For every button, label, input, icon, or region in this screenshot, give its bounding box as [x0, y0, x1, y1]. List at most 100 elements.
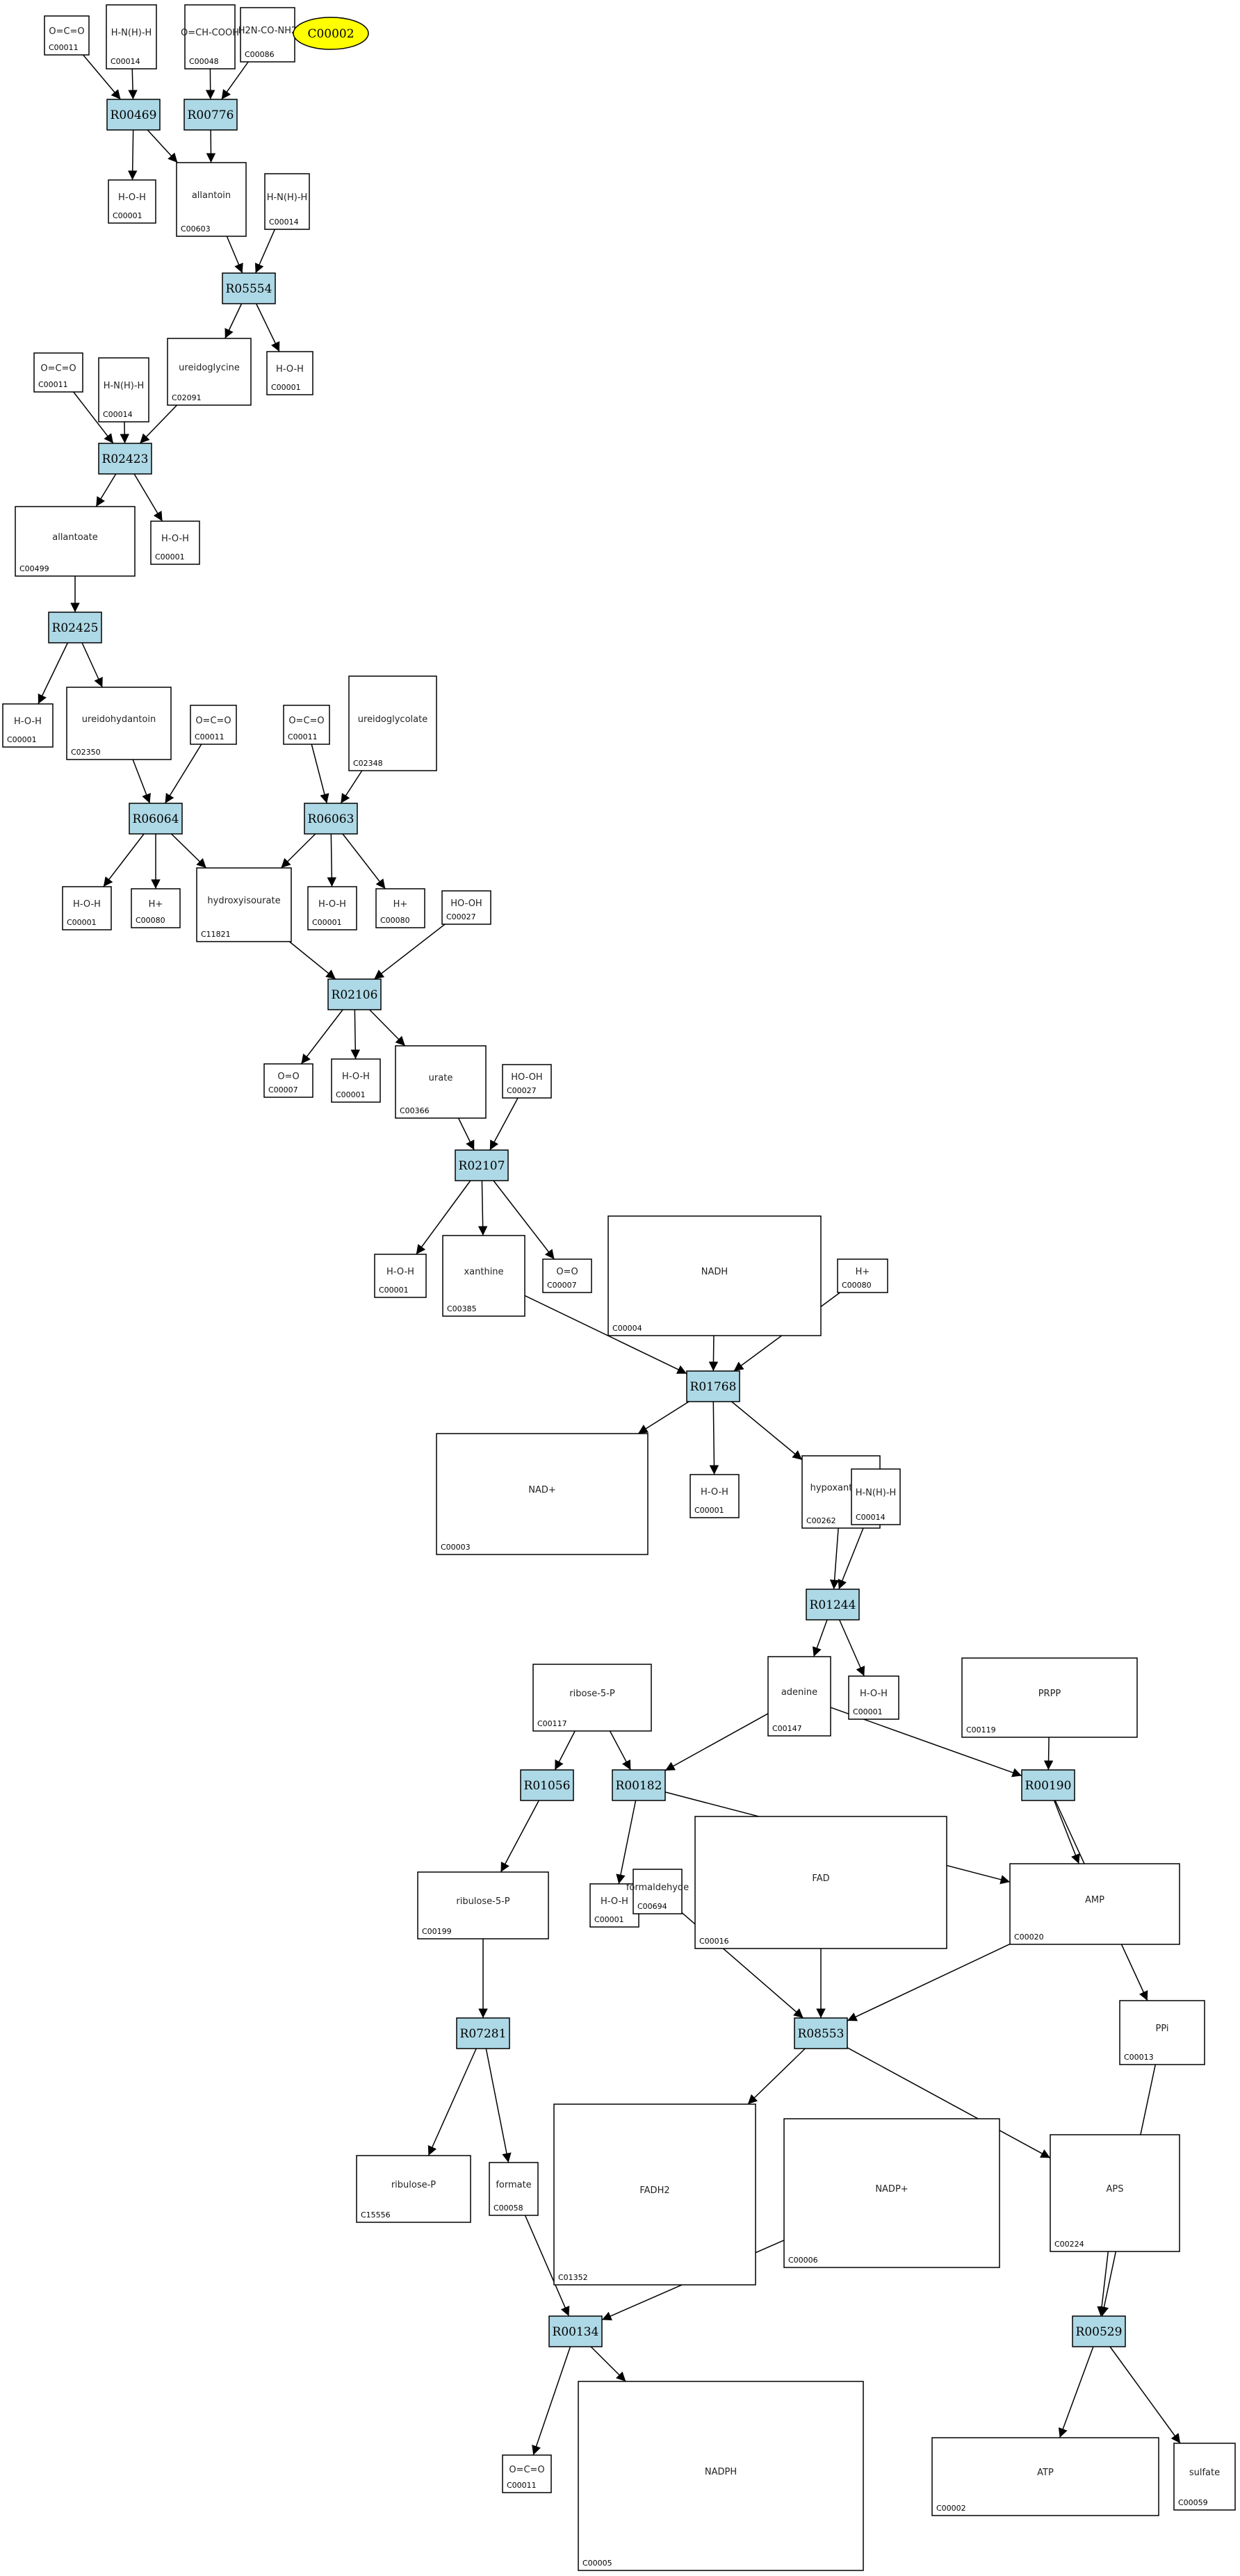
node-layer: O=C=OC00011H-N(H)-HC00014O=CH-COOHC00048… [2, 4, 1236, 2571]
reaction-node[interactable]: R02107 [455, 1149, 509, 1181]
compound-structure: FAD [812, 1873, 829, 1884]
compound-node[interactable]: H+C00080 [375, 888, 425, 928]
reaction-node[interactable]: R08553 [794, 2017, 848, 2049]
compound-box [2, 703, 54, 748]
edge-r10-c36 [731, 1401, 803, 1461]
compound-node[interactable]: NAD+C00003 [436, 1433, 648, 1555]
reaction-node[interactable]: R06064 [129, 803, 183, 835]
reaction-node[interactable]: R00469 [106, 99, 161, 131]
reaction-node[interactable]: R07281 [456, 2017, 510, 2049]
reaction-node[interactable]: R01244 [806, 1589, 860, 1621]
reaction-node[interactable]: R00529 [1072, 2315, 1126, 2347]
reaction-label: R01056 [524, 1779, 571, 1793]
reaction-box [794, 2017, 848, 2049]
reaction-node[interactable]: R00182 [612, 1769, 666, 1801]
edge-r8-c25 [300, 1009, 343, 1065]
reaction-node[interactable]: R02106 [327, 978, 382, 1010]
reaction-label: R02107 [459, 1159, 505, 1173]
compound-structure: H-O-H [701, 1487, 728, 1498]
compound-label: C00001 [155, 552, 185, 561]
compound-label: C00014 [103, 410, 133, 419]
compound-box [356, 2155, 471, 2223]
compound-node[interactable]: H+C00080 [131, 888, 181, 928]
edge-c15-r6 [132, 759, 151, 804]
compound-structure: H-N(H)-H [856, 1488, 897, 1498]
edge-r10-c34 [637, 1401, 690, 1434]
compound-box [542, 1258, 592, 1293]
reaction-node[interactable]: R06063 [304, 803, 358, 835]
compound-label: C11821 [201, 930, 231, 939]
edge-r8-c27 [369, 1009, 406, 1047]
compound-structure: PPi [1155, 2024, 1168, 2034]
reaction-node[interactable]: R00134 [548, 2315, 603, 2347]
reaction-node[interactable]: R00190 [1021, 1769, 1075, 1801]
compound-node[interactable]: NADP+C00006 [783, 2118, 1000, 2268]
compound-box [44, 15, 90, 56]
reaction-node[interactable]: R02425 [48, 612, 102, 643]
reaction-node[interactable]: R01056 [520, 1769, 574, 1801]
edge-c1-r1 [83, 54, 122, 100]
compound-node[interactable]: H+C00080 [837, 1258, 888, 1293]
compound-structure: O=CH-COOH [181, 28, 239, 38]
reaction-box [1072, 2315, 1126, 2347]
compound-box [240, 7, 295, 63]
reaction-node[interactable]: R05554 [222, 272, 276, 304]
reaction-node[interactable]: R00776 [183, 99, 238, 131]
highlighted-compound[interactable]: C00002 [293, 17, 369, 50]
reaction-label: R00182 [616, 1779, 662, 1793]
reaction-node[interactable]: R02423 [98, 443, 152, 475]
reaction-node[interactable]: R01768 [686, 1370, 740, 1402]
compound-label: C00080 [136, 916, 165, 925]
